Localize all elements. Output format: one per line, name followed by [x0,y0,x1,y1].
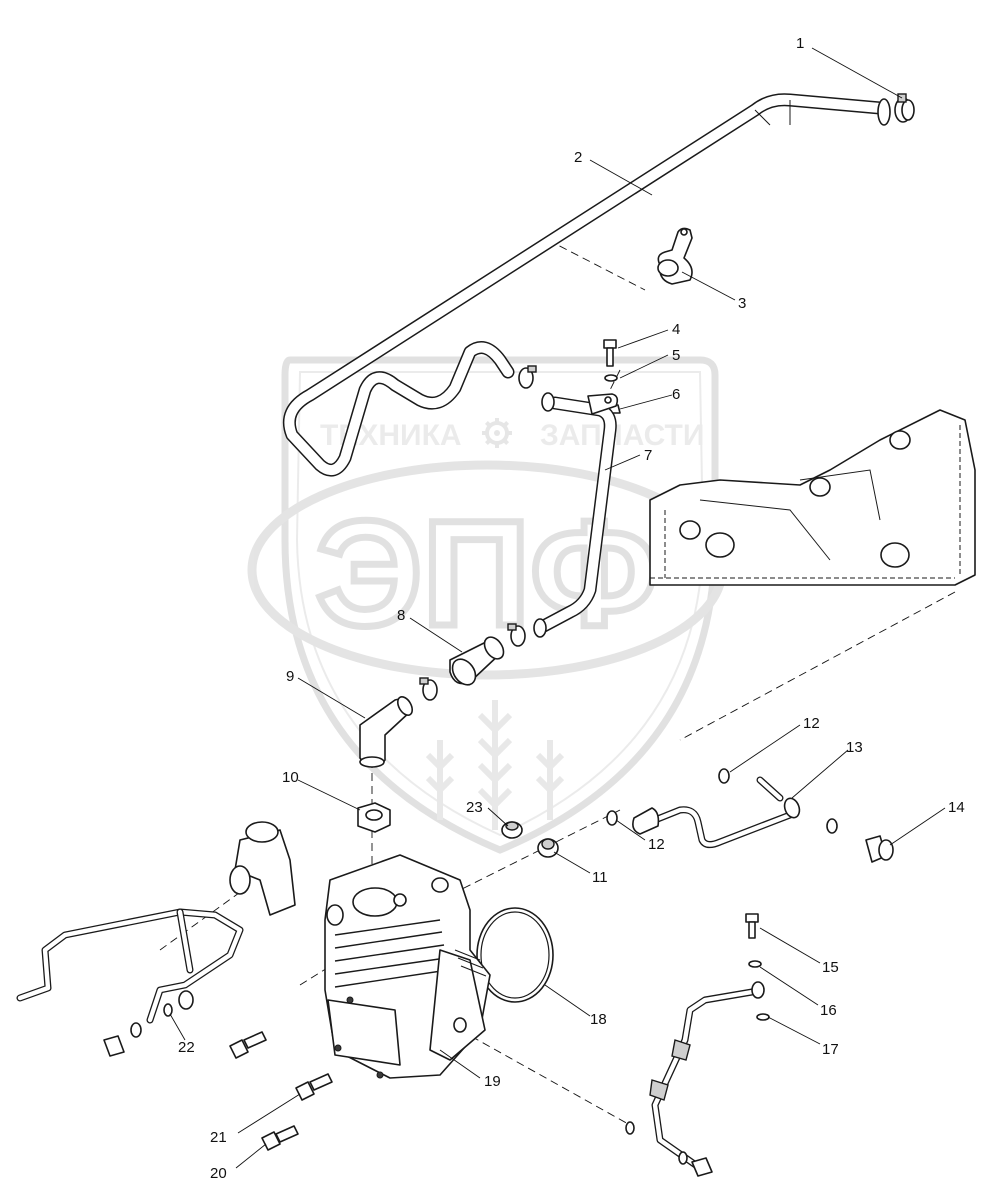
part-4-bolt [603,339,617,367]
callouts: 1 2 3 4 5 6 7 8 9 10 11 12 12 13 14 15 1… [178,35,965,1182]
part-11-fitting [537,838,559,858]
part-7-pipe [533,392,619,638]
watermark: ТЕХНИКА ЗАПЧАСТИ ЭПФ [247,356,727,854]
part-15-bolt [745,913,759,939]
leader-lines [169,47,946,1169]
part-2-long-hose [282,93,891,477]
callout-22: 22 [178,1039,195,1056]
callout-4: 4 [672,321,680,338]
part-23-fitting [501,821,523,839]
engine-housing [649,409,976,586]
part-9-elbow [359,696,414,768]
callout-3: 3 [738,295,746,312]
part-20-bolt [261,1125,299,1151]
gear-icon [482,418,512,448]
part-10-nut [357,802,391,833]
watermark-main: ЭПФ [316,489,659,657]
callout-12a: 12 [803,715,820,732]
callout-16: 16 [820,1002,837,1019]
callout-6: 6 [672,386,680,403]
callout-17: 17 [822,1041,839,1058]
coolant-housing [229,821,296,916]
part-bolt-extra [229,1031,267,1059]
callout-8: 8 [397,607,405,624]
callout-21: 21 [210,1129,227,1146]
callout-15: 15 [822,959,839,976]
callout-12b: 12 [648,836,665,853]
part-21-bolt [295,1073,333,1101]
watermark-shield [281,356,719,854]
part-12-washers [606,768,838,834]
callout-10: 10 [282,769,299,786]
part-17-washer [756,1013,770,1021]
callout-1: 1 [796,35,804,52]
part-13-pipe [632,776,801,849]
callout-20: 20 [210,1165,227,1182]
callout-18: 18 [590,1011,607,1028]
part-1-hose-clamp [894,93,915,123]
callout-2: 2 [574,149,582,166]
callout-11: 11 [592,869,608,886]
callout-19: 19 [484,1073,501,1090]
assembly-lines [159,239,956,1126]
part-18-o-ring [476,907,554,1003]
watermark-top-right: ЗАПЧАСТИ [540,419,704,452]
part-22-pipe [16,908,244,1057]
callout-7: 7 [644,447,652,464]
part-8-sleeve [449,636,505,686]
hose-clamps [419,365,537,701]
watermark-top-left: ТЕХНИКА [320,419,462,452]
part-19-compressor [324,854,491,1079]
part-17-pipe [625,981,765,1177]
part-3-bracket-clip [657,227,693,285]
callout-5: 5 [672,347,680,364]
callout-9: 9 [286,668,294,685]
callout-23: 23 [466,799,483,816]
watermark-wheat [425,700,565,830]
part-16-washer [748,960,762,968]
part-5-washer [604,374,618,382]
callout-13: 13 [846,739,863,756]
part-14-banjo-bolt [865,835,894,863]
callout-14: 14 [948,799,965,816]
